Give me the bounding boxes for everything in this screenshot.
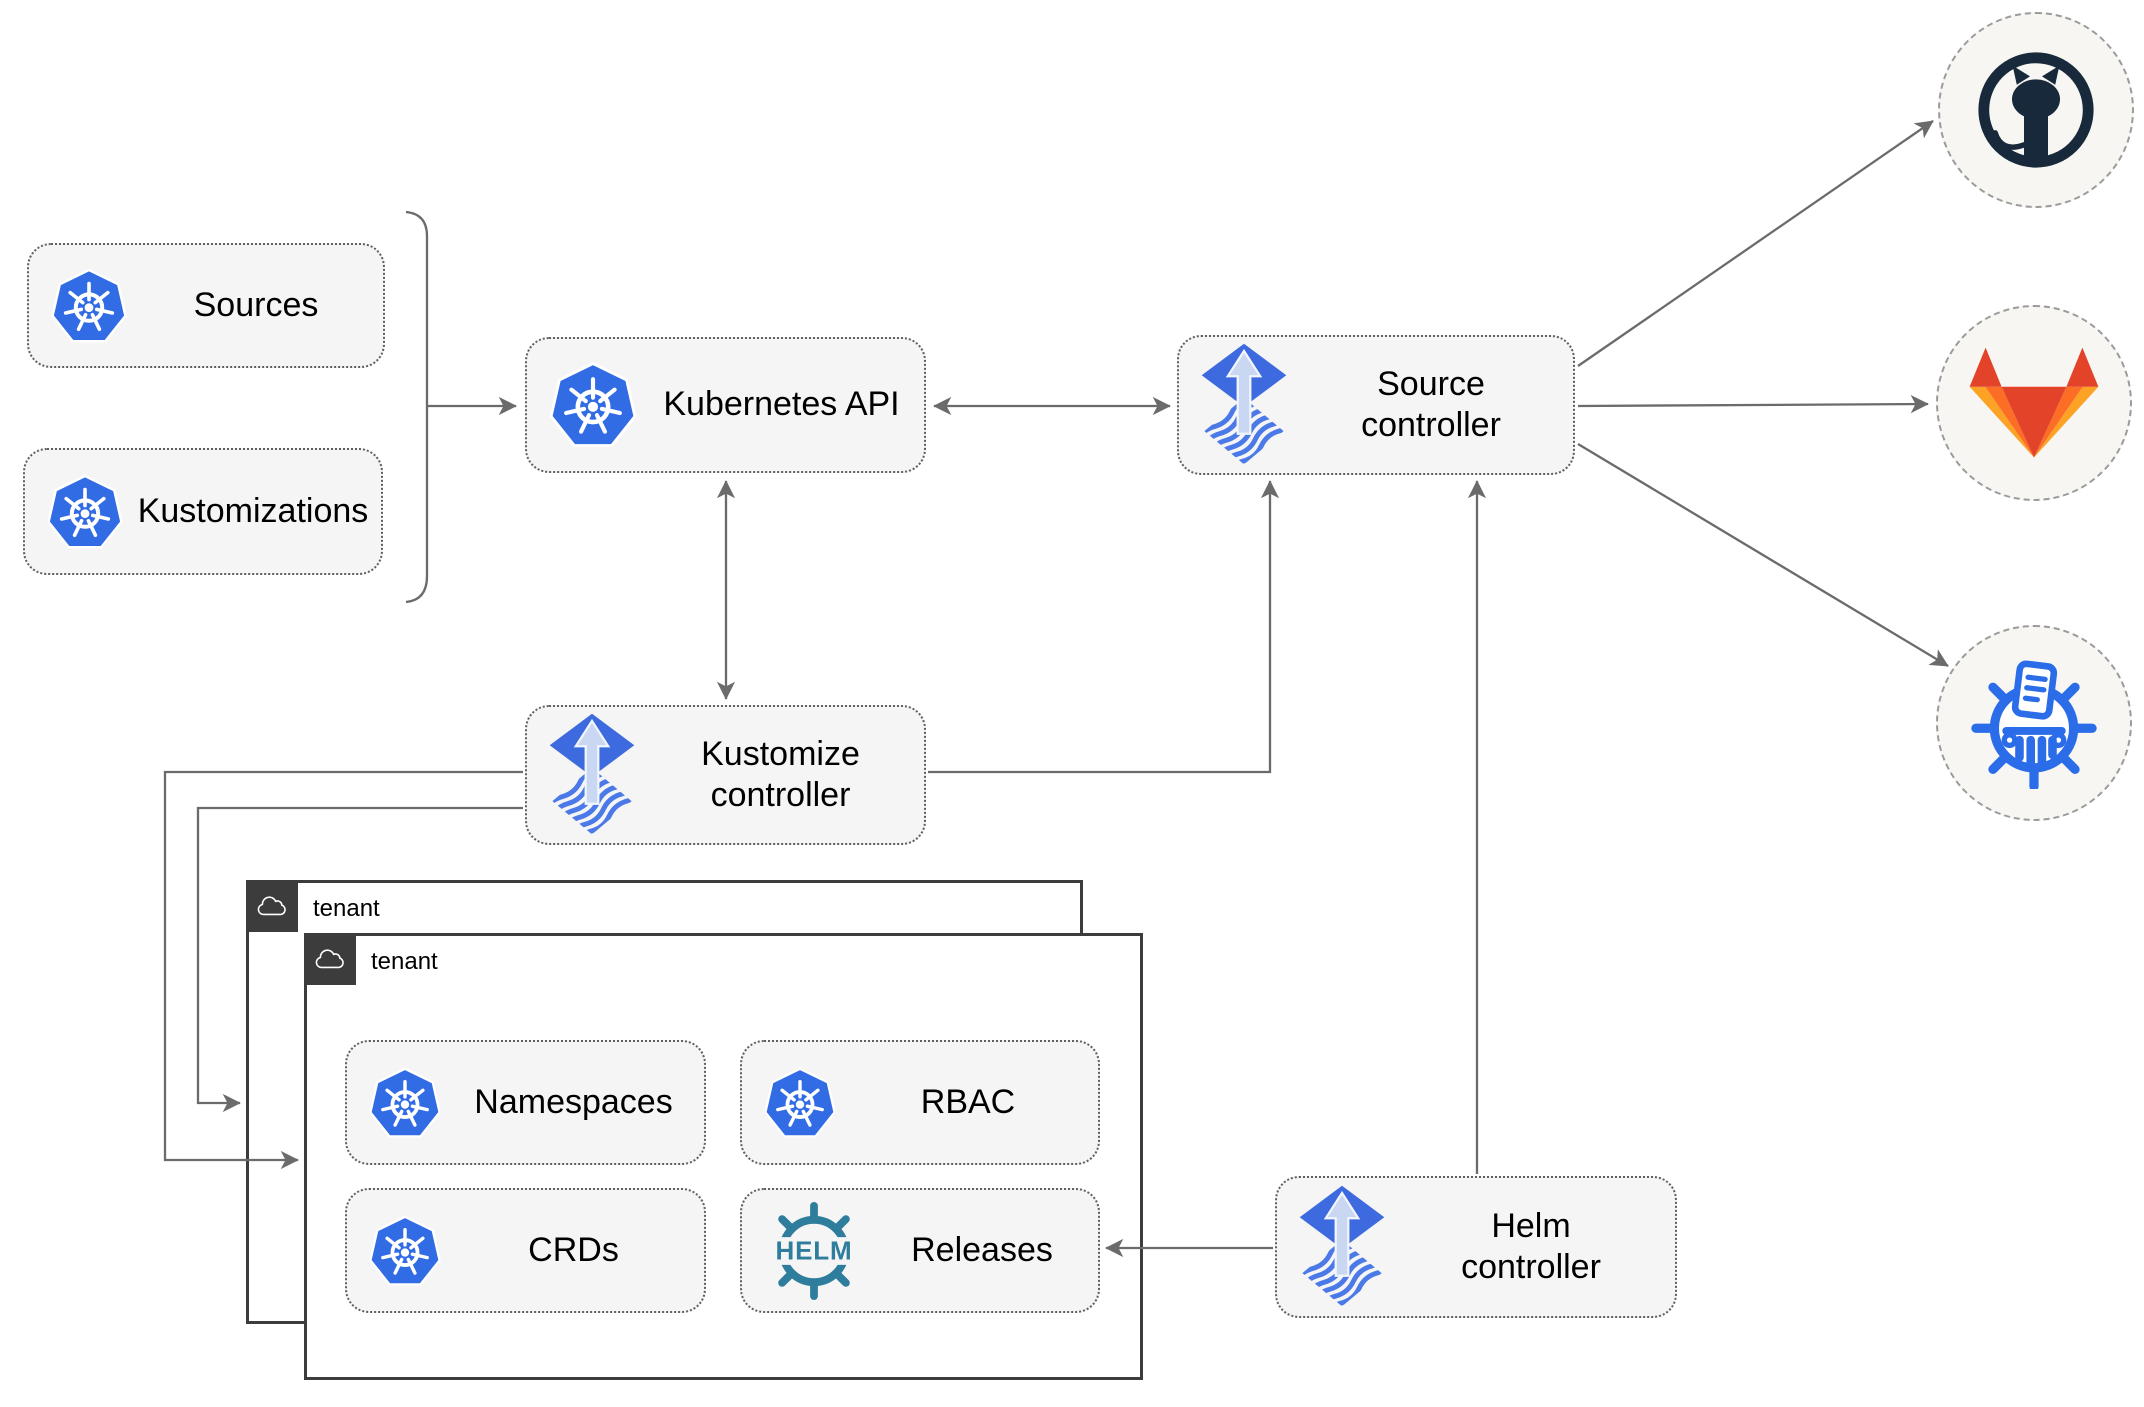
helm-controller-label: Helm controller xyxy=(1461,1206,1601,1286)
cloud-icon xyxy=(304,933,356,985)
kubernetes-icon xyxy=(762,1065,838,1141)
flux-icon xyxy=(1199,342,1289,468)
rbac-box: RBAC xyxy=(740,1040,1100,1165)
source-controller-box: Source controller xyxy=(1177,335,1575,475)
gitlab-tanuki-icon xyxy=(1967,342,2101,465)
sources-label: Sources xyxy=(193,285,319,324)
source-controller-to-github-arrow xyxy=(1577,120,1934,367)
github-octocat-icon xyxy=(1976,50,2096,170)
chartmuseum-target xyxy=(1936,625,2132,821)
group-bracket xyxy=(405,210,429,604)
sources-box: Sources xyxy=(27,243,385,368)
source-controller-to-chartmuseum-arrow xyxy=(1577,443,1949,667)
github-target xyxy=(1938,12,2134,208)
tenant-front-label: tenant xyxy=(371,948,438,975)
kubernetes-api-label: Kubernetes API xyxy=(663,385,900,424)
kubernetes-icon xyxy=(45,472,125,552)
kustomizations-label: Kustomizations xyxy=(137,491,369,530)
helm-wheel-icon: HELM xyxy=(772,1201,856,1300)
cloud-icon xyxy=(246,880,298,932)
kustomize-controller-label: Kustomize controller xyxy=(701,734,860,814)
source-controller-label: Source controller xyxy=(1361,364,1501,444)
releases-box: HELM Releases xyxy=(740,1188,1100,1313)
kubernetes-icon xyxy=(49,266,129,346)
tenant-back-label: tenant xyxy=(313,895,380,922)
namespaces-box: Namespaces xyxy=(345,1040,706,1165)
kustomize-controller-box: Kustomize controller xyxy=(525,705,926,845)
kubernetes-api-box: Kubernetes API xyxy=(525,337,926,473)
flux-icon xyxy=(547,712,637,838)
kubernetes-icon xyxy=(547,359,639,451)
chartmuseum-wheel-icon xyxy=(1968,657,2100,789)
helm-controller-box: Helm controller xyxy=(1275,1176,1677,1318)
kubernetes-icon xyxy=(367,1213,443,1289)
kubernetes-icon xyxy=(367,1065,443,1141)
helm-logo-text: HELM xyxy=(775,1235,852,1265)
namespaces-label: Namespaces xyxy=(474,1082,673,1121)
crds-label: CRDs xyxy=(528,1230,619,1269)
rbac-label: RBAC xyxy=(920,1082,1016,1121)
flux-icon xyxy=(1297,1184,1387,1310)
releases-label: Releases xyxy=(911,1230,1053,1269)
crds-box: CRDs xyxy=(345,1188,706,1313)
kustomizations-box: Kustomizations xyxy=(23,448,383,575)
kustomize-controller-to-source-controller-arrow xyxy=(928,480,1280,774)
gitlab-target xyxy=(1936,305,2132,501)
source-controller-to-gitlab-arrow xyxy=(1577,394,1929,414)
